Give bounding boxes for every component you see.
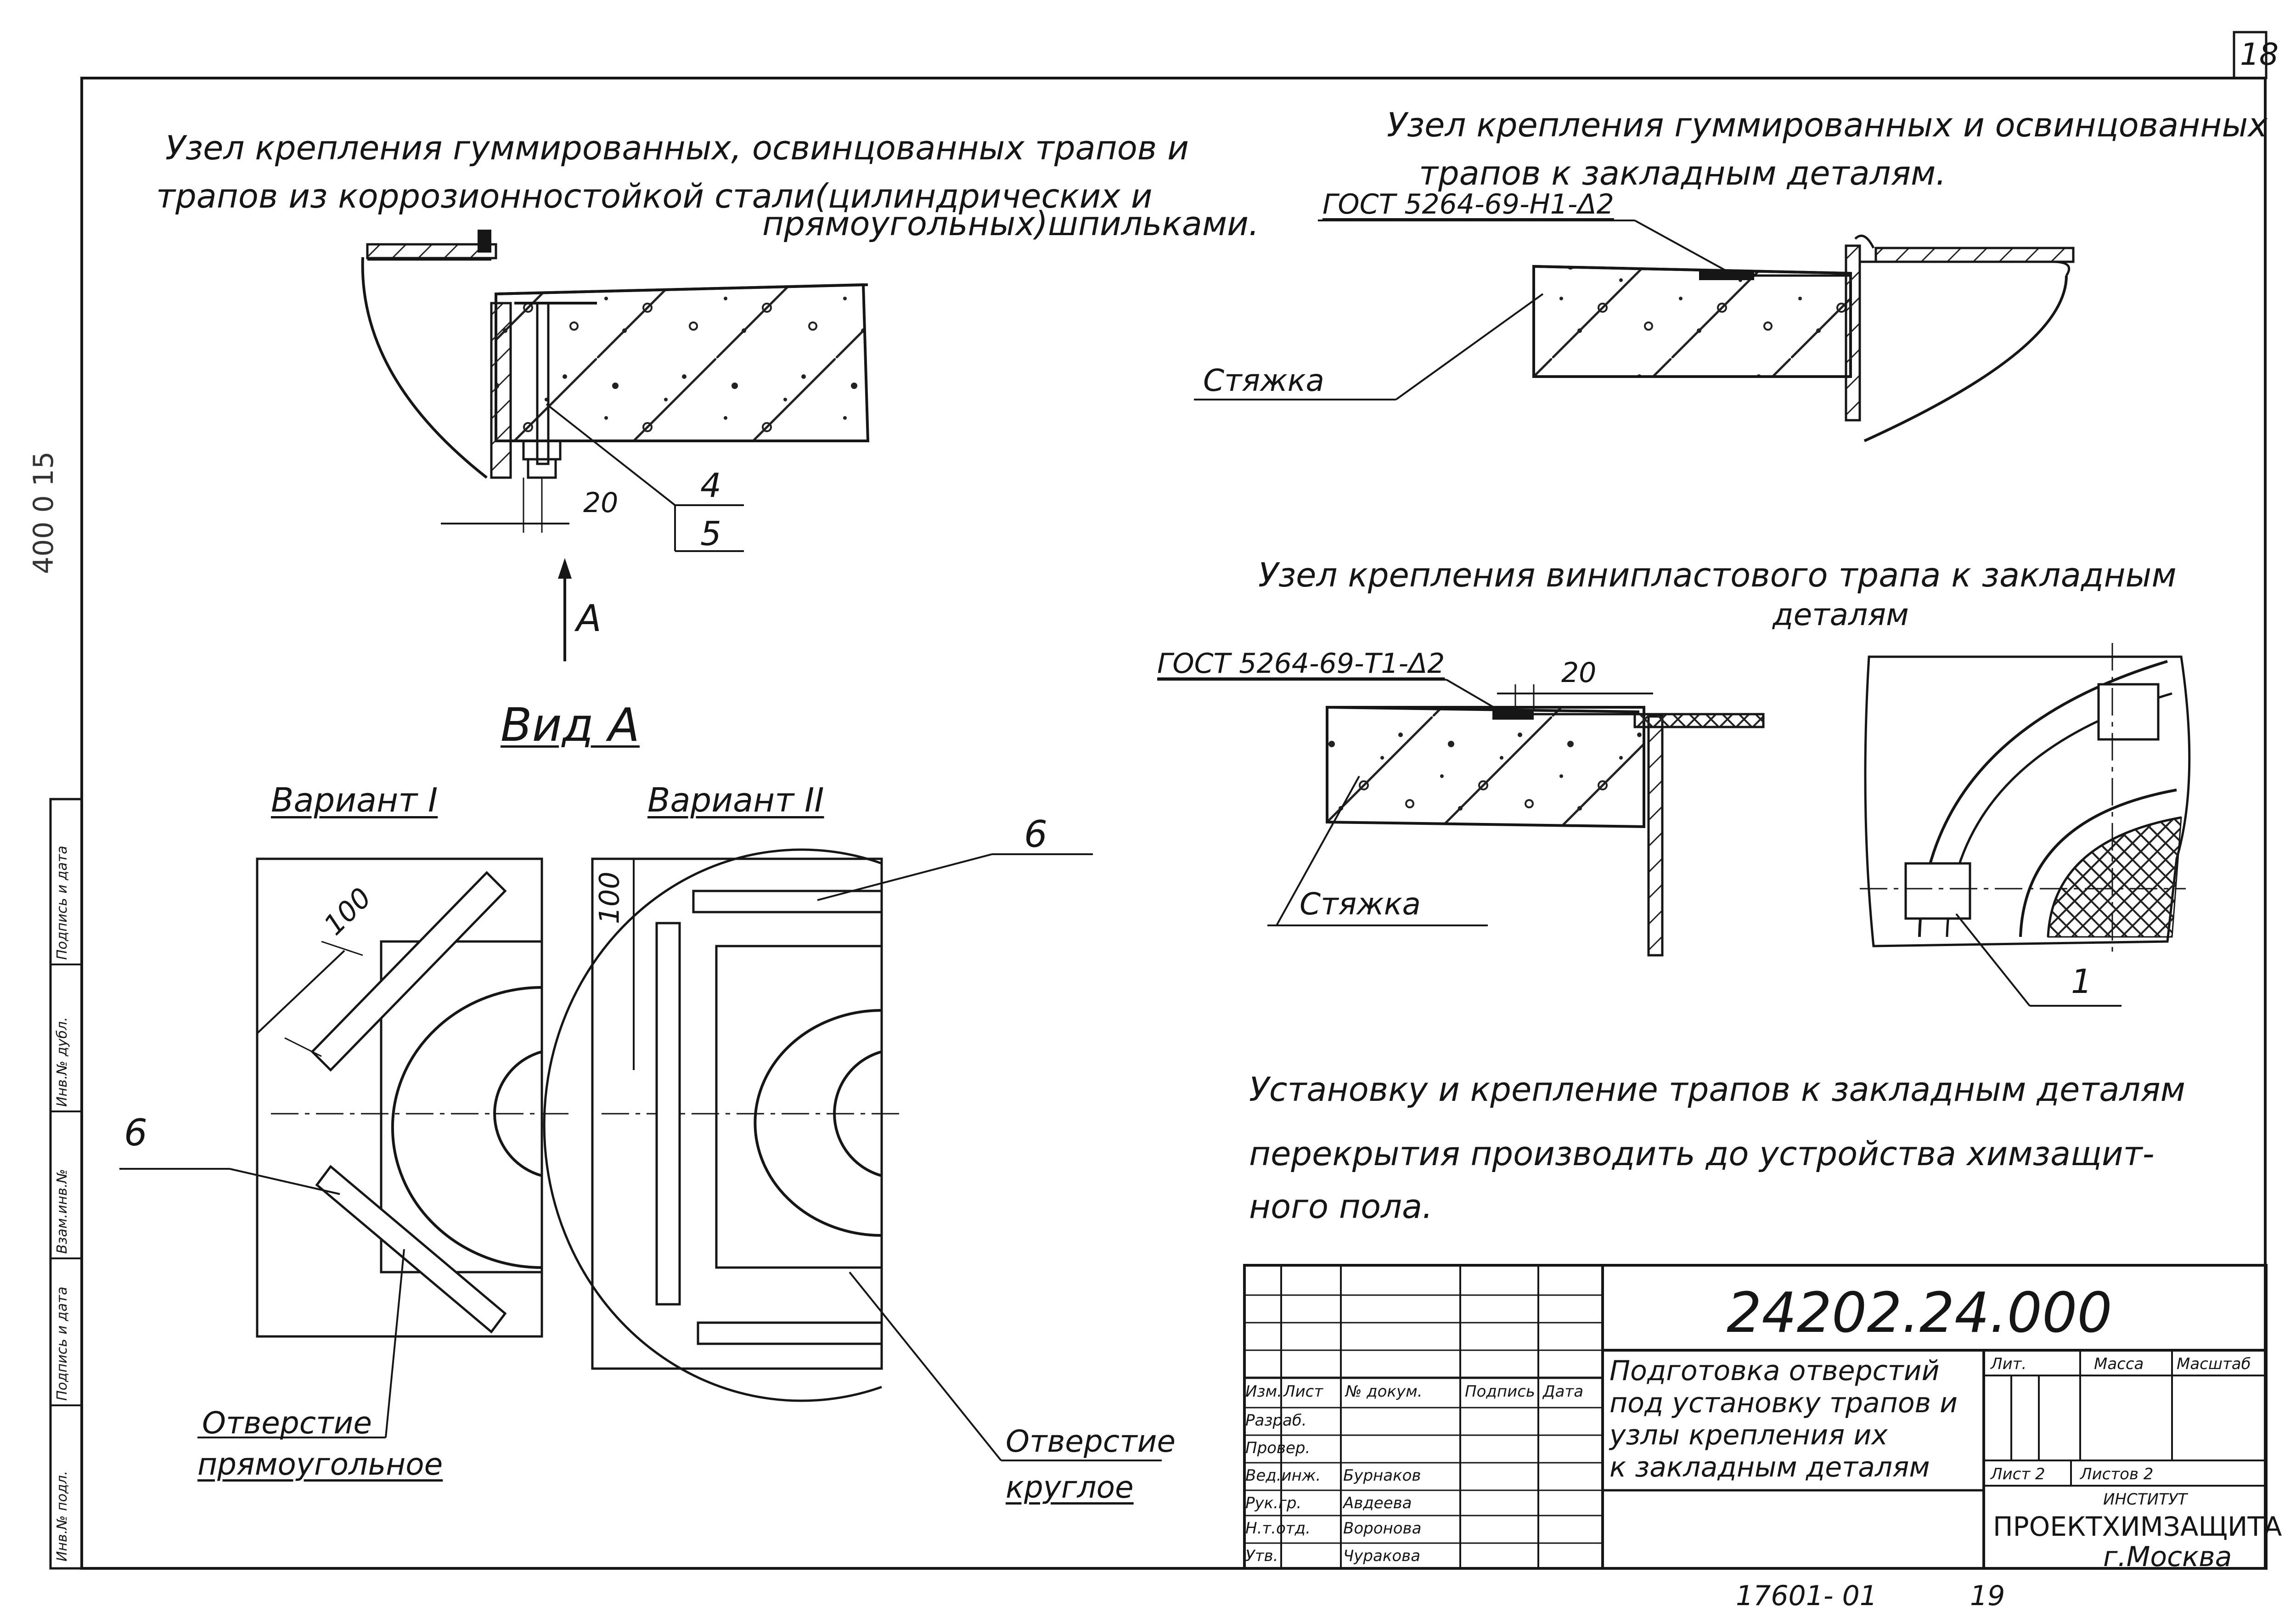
dimension-20-node3: 20	[1561, 657, 1597, 689]
instruction-line1: Установку и крепление трапов к закладным…	[1249, 1070, 2185, 1109]
institute-name: ПРОЕКТХИМЗАЩИТА	[1993, 1511, 2282, 1542]
node-1-title-line3: прямоугольных)шпильками.	[762, 204, 1259, 243]
col-header-sign: Подпись	[1465, 1382, 1535, 1401]
side-stamp: 400 0 15	[28, 451, 60, 574]
variant-1-plan	[119, 857, 574, 1438]
col-header-doc: № докум.	[1345, 1382, 1423, 1401]
col-header-list: Лист	[1283, 1382, 1323, 1401]
binding-strip	[49, 798, 83, 1570]
row-role-6: Утв.	[1245, 1547, 1278, 1565]
row-role-1: Разраб.	[1245, 1411, 1307, 1430]
lit-label: Лит.	[1991, 1355, 2027, 1373]
node-2-title-line1: Узел крепления гуммированных и освинцова…	[1387, 106, 2268, 144]
institute-city: г.Москва	[2103, 1541, 2232, 1573]
hole-rect-label-line2: прямоугольное	[197, 1447, 443, 1482]
dimension-20-node1: 20	[583, 487, 619, 519]
position-6-variant2: 6	[1024, 813, 1047, 856]
row-role-5: Н.т.отд.	[1245, 1519, 1311, 1538]
hole-round-label-line1: Отверстие	[1006, 1424, 1176, 1459]
sheet-label: Лист 2	[1991, 1465, 2045, 1483]
variant-2-title: Вариант II	[647, 781, 824, 819]
mass-label: Масса	[2094, 1355, 2144, 1373]
row-name-6: Чуракова	[1343, 1547, 1421, 1565]
position-6-variant1: 6	[124, 1111, 147, 1154]
title-line4: к закладным деталям	[1609, 1451, 1930, 1483]
title-line3: узлы крепления их	[1609, 1419, 1888, 1451]
document-number: 24202.24.000	[1727, 1281, 2112, 1345]
row-role-3: Вед.инж.	[1245, 1466, 1321, 1485]
node-3-plan	[1860, 643, 2191, 1007]
hole-rect-label-line1: Отверстие	[202, 1405, 372, 1441]
row-name-5: Воронова	[1343, 1519, 1422, 1538]
strip-cell-3: Взам.инв.№	[54, 1169, 70, 1254]
title-line2: под установку трапов и	[1609, 1387, 1958, 1419]
row-role-4: Рук.гр.	[1245, 1494, 1302, 1512]
view-arrow-label: А	[576, 597, 602, 640]
node-3-title-line1: Узел крепления винипластового трапа к за…	[1258, 556, 2177, 594]
row-role-2: Провер.	[1245, 1439, 1311, 1457]
col-header-izm: Изм.	[1245, 1382, 1282, 1401]
title-block-grid	[1243, 1264, 2268, 1570]
screed-label-2: Стяжка	[1300, 886, 1421, 922]
gost-label-2: ГОСТ 5264-69-Т1-Δ2	[1157, 648, 1445, 680]
screed-label-1: Стяжка	[1203, 363, 1324, 398]
node-3-title-line2: деталям	[1773, 597, 1909, 632]
page-number: 18	[2240, 37, 2279, 72]
strip-cell-2: Подпись и дата	[54, 1286, 70, 1401]
node-1-title-line2: трапов из коррозионностойкой стали(цилин…	[156, 177, 1153, 215]
strip-cell-4: Инв.№ дубл.	[54, 1017, 70, 1107]
node-2-section	[1194, 220, 2075, 442]
instruction-line2: перекрытия производить до устройства хим…	[1249, 1134, 2155, 1173]
position-1: 1	[2071, 962, 2092, 1001]
gost-label-1: ГОСТ 5264-69-Н1-Δ2	[1322, 188, 1614, 220]
title-line1: Подготовка отверстий	[1609, 1355, 1940, 1387]
node-1-section	[361, 230, 870, 661]
strip-cell-5: Подпись и дата	[54, 845, 70, 960]
archive-number: 17601- 01	[1736, 1580, 1877, 1612]
view-title: Вид А	[501, 698, 640, 752]
node-1-title-line1: Узел крепления гуммированных, освинцован…	[165, 129, 1189, 167]
strip-cell-1: Инв.№ подл.	[54, 1471, 70, 1561]
institute-label: ИНСТИТУТ	[2103, 1490, 2188, 1509]
dimension-100-variant2: 100	[593, 871, 626, 924]
variant-2-plan	[543, 848, 1162, 1461]
hole-round-label-line2: круглое	[1006, 1470, 1134, 1505]
scale-label: Масштаб	[2177, 1355, 2251, 1373]
col-header-date: Дата	[1543, 1382, 1584, 1401]
row-name-3: Бурнаков	[1343, 1466, 1421, 1485]
variant-1-title: Вариант I	[271, 781, 438, 819]
format-number: 19	[1970, 1580, 2005, 1612]
sheets-label: Листов 2	[2080, 1465, 2154, 1483]
row-name-4: Авдеева	[1343, 1494, 1412, 1512]
position-5: 5	[700, 514, 721, 553]
instruction-line3: ного пола.	[1249, 1187, 1433, 1226]
node-2-title-line2: трапов к закладным деталям.	[1419, 154, 1947, 192]
node-3-section	[1157, 679, 1765, 957]
position-4: 4	[700, 466, 721, 505]
